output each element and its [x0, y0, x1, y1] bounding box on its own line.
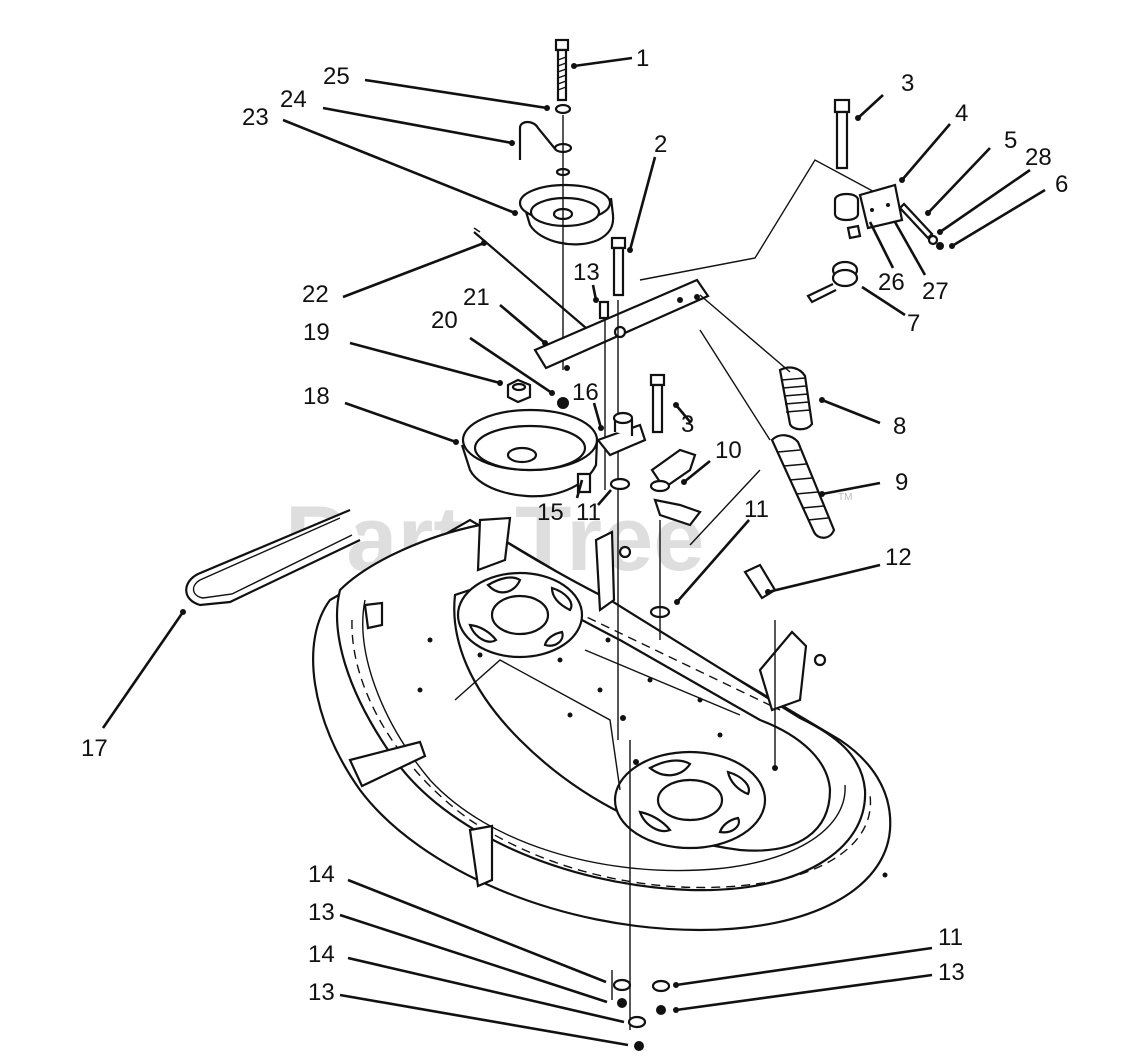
rod-22 — [473, 231, 601, 341]
callout-13-bottom-b: 13 — [308, 979, 335, 1006]
bolt-3-upper — [833, 98, 851, 170]
idler-arm-plate — [533, 278, 710, 371]
callout-16: 16 — [572, 379, 599, 406]
callout-28: 28 — [1025, 144, 1052, 171]
washer-28 — [927, 234, 939, 246]
nut-20 — [557, 397, 569, 409]
bracket-4 — [833, 183, 904, 230]
callout-27: 27 — [922, 278, 949, 305]
callout-labels: 1 25 24 23 3 4 2 5 28 6 13 22 21 26 27 1… — [81, 45, 1068, 1006]
idler-bracket-24 — [518, 120, 557, 160]
drive-belt — [185, 508, 361, 607]
callout-14-upper: 14 — [308, 861, 335, 888]
nut-13-c — [634, 1041, 644, 1051]
spring-8 — [778, 366, 814, 431]
washer-14-upper — [612, 978, 632, 992]
callout-6: 6 — [1055, 171, 1068, 198]
callout-11-bottom: 11 — [938, 924, 963, 951]
callout-25: 25 — [323, 63, 350, 90]
callout-18: 18 — [303, 383, 330, 410]
callout-24: 24 — [280, 86, 307, 113]
callout-15: 15 — [537, 499, 564, 526]
callout-19: 19 — [303, 319, 330, 346]
washer-25 — [554, 103, 572, 115]
nut-13-b — [617, 998, 627, 1008]
mower-deck-housing — [312, 516, 892, 932]
callout-10: 10 — [715, 437, 742, 464]
deck-holes — [417, 637, 888, 878]
callout-17: 17 — [81, 735, 108, 762]
callout-3-lower: 3 — [681, 411, 694, 438]
callout-14-lower: 14 — [308, 941, 335, 968]
callout-26: 26 — [878, 269, 905, 296]
callout-13-top: 13 — [573, 259, 600, 286]
bolt-3-lower — [649, 373, 666, 434]
nut-13-d — [656, 1005, 666, 1015]
callout-1: 1 — [636, 45, 649, 72]
callout-5: 5 — [1004, 127, 1017, 154]
callout-2: 2 — [654, 131, 667, 158]
callout-12: 12 — [885, 544, 912, 571]
bolt-1 — [554, 38, 570, 102]
torsion-spring-7 — [806, 260, 859, 304]
clip-6 — [936, 242, 944, 250]
idler-pulley — [518, 183, 615, 246]
callout-11-right: 11 — [744, 496, 769, 523]
callout-13-bottom-right: 13 — [938, 959, 965, 986]
callout-13-bottom-a: 13 — [308, 899, 335, 926]
shoulder-bolt-13 — [610, 236, 627, 297]
washer-11-upper — [609, 477, 631, 491]
bracket-16 — [596, 411, 647, 457]
leader-lines — [101, 56, 1046, 1047]
callout-20: 20 — [431, 307, 458, 334]
pin-5 — [898, 202, 934, 240]
washer-14-lower — [627, 1015, 647, 1029]
callout-21: 21 — [463, 284, 490, 311]
callout-11-mid: 11 — [576, 499, 601, 526]
callout-7: 7 — [907, 310, 920, 337]
linkage-line — [639, 159, 881, 281]
spring-9 — [770, 434, 836, 539]
callout-3-upper: 3 — [901, 70, 914, 97]
trademark-mark: TM — [838, 492, 852, 503]
callout-4: 4 — [955, 100, 968, 127]
callout-9: 9 — [895, 469, 908, 496]
washer-11-bottom — [651, 979, 671, 993]
leader-dots — [180, 63, 955, 1013]
callout-23: 23 — [242, 104, 269, 131]
callout-8: 8 — [893, 413, 906, 440]
callout-22: 22 — [302, 281, 329, 308]
